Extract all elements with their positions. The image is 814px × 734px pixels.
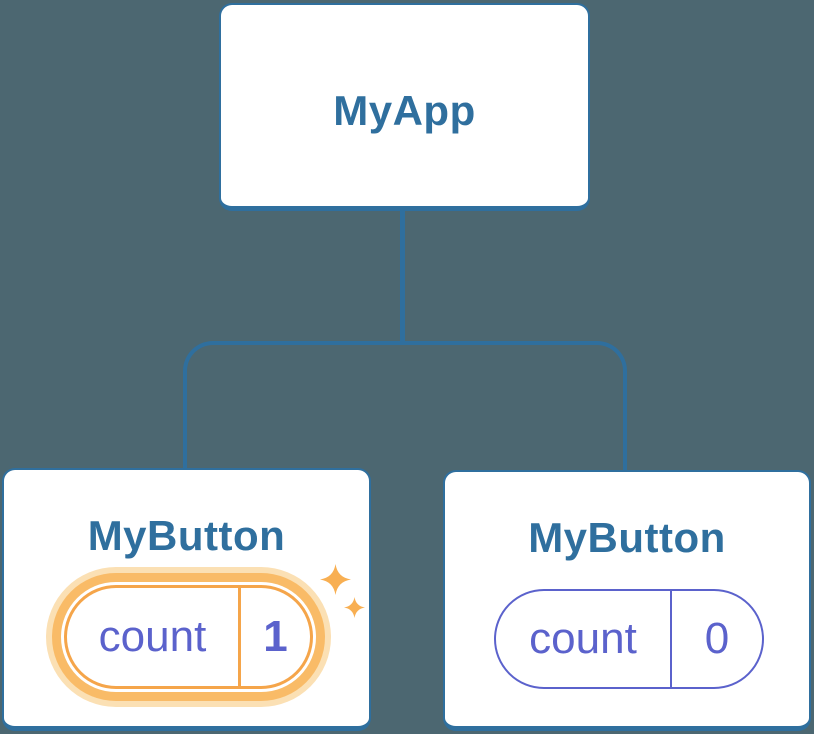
node-mybutton-1: MyButton count 1 bbox=[2, 468, 371, 731]
root-connector-line bbox=[400, 211, 405, 345]
state-value: 1 bbox=[238, 588, 310, 686]
state-value: 0 bbox=[670, 591, 762, 687]
state-pill: count 0 bbox=[494, 589, 764, 689]
node-mybutton-2: MyButton count 0 bbox=[443, 470, 811, 731]
node-myapp-label: MyApp bbox=[333, 86, 476, 134]
state-key-label: count bbox=[529, 614, 637, 663]
branch-connector-bracket bbox=[183, 341, 627, 472]
node-mybutton-2-label: MyButton bbox=[528, 514, 726, 561]
state-pill-highlighted: count 1 bbox=[64, 585, 313, 689]
sparkles-icon bbox=[320, 564, 351, 595]
node-mybutton-1-label: MyButton bbox=[87, 512, 286, 559]
state-key-label: count bbox=[98, 612, 207, 661]
node-myapp: MyApp bbox=[219, 3, 590, 211]
sparkles-icon bbox=[344, 597, 365, 618]
